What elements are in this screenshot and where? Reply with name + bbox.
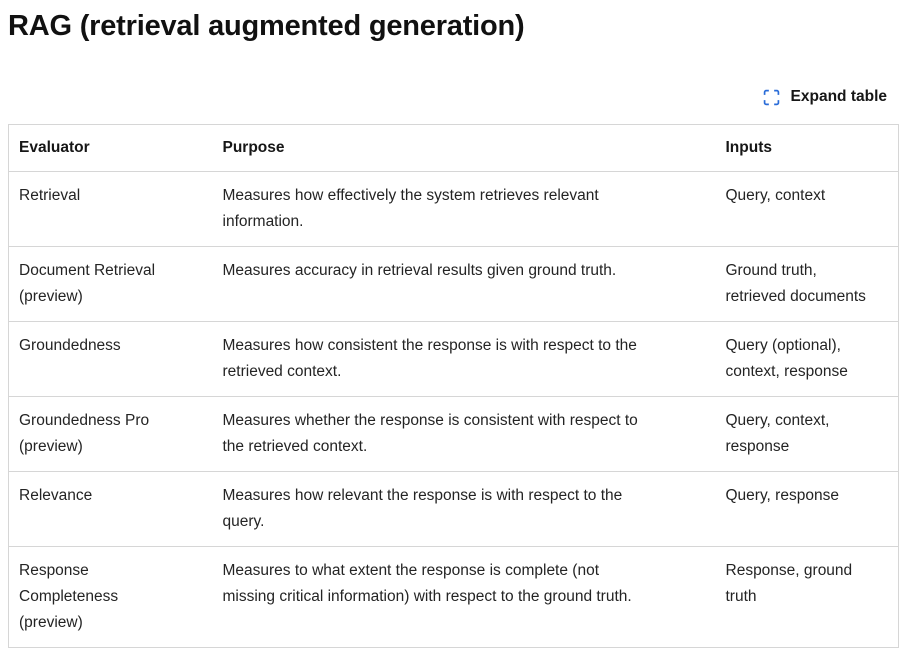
cell-purpose: Measures accuracy in retrieval results g… <box>212 246 716 322</box>
cell-evaluator: Response Completeness (preview) <box>8 546 213 648</box>
cell-purpose: Measures whether the response is consist… <box>212 396 716 472</box>
cell-evaluator: Relevance <box>8 471 213 547</box>
expand-table-label: Expand table <box>790 88 887 105</box>
cell-inputs: Query, context <box>715 171 899 247</box>
cell-evaluator: Groundedness <box>8 321 213 397</box>
table-row: Groundedness Measures how consistent the… <box>8 321 899 397</box>
cell-evaluator: Document Retrieval (preview) <box>8 246 213 322</box>
expand-corners-icon <box>763 89 780 106</box>
cell-inputs: Query (optional), context, response <box>715 321 899 397</box>
evaluators-table: Evaluator Purpose Inputs Retrieval Measu… <box>8 124 899 648</box>
table-toolbar: Expand table <box>8 86 899 108</box>
cell-purpose: Measures how effectively the system retr… <box>212 171 716 247</box>
cell-inputs: Query, context, response <box>715 396 899 472</box>
table-header-row: Evaluator Purpose Inputs <box>8 124 899 172</box>
cell-purpose: Measures to what extent the response is … <box>212 546 716 648</box>
cell-evaluator: Retrieval <box>8 171 213 247</box>
table-row: Document Retrieval (preview) Measures ac… <box>8 246 899 322</box>
table-row: Retrieval Measures how effectively the s… <box>8 171 899 247</box>
cell-inputs: Response, ground truth <box>715 546 899 648</box>
cell-evaluator: Groundedness Pro (preview) <box>8 396 213 472</box>
column-header-inputs: Inputs <box>715 124 899 172</box>
table-row: Groundedness Pro (preview) Measures whet… <box>8 396 899 472</box>
expand-table-button[interactable]: Expand table <box>763 88 887 106</box>
table-row: Relevance Measures how relevant the resp… <box>8 471 899 547</box>
column-header-purpose: Purpose <box>212 124 716 172</box>
cell-inputs: Query, response <box>715 471 899 547</box>
cell-inputs: Ground truth, retrieved documents <box>715 246 899 322</box>
page-title: RAG (retrieval augmented generation) <box>8 10 525 42</box>
table-row: Response Completeness (preview) Measures… <box>8 546 899 648</box>
column-header-evaluator: Evaluator <box>8 124 213 172</box>
cell-purpose: Measures how consistent the response is … <box>212 321 716 397</box>
cell-purpose: Measures how relevant the response is wi… <box>212 471 716 547</box>
